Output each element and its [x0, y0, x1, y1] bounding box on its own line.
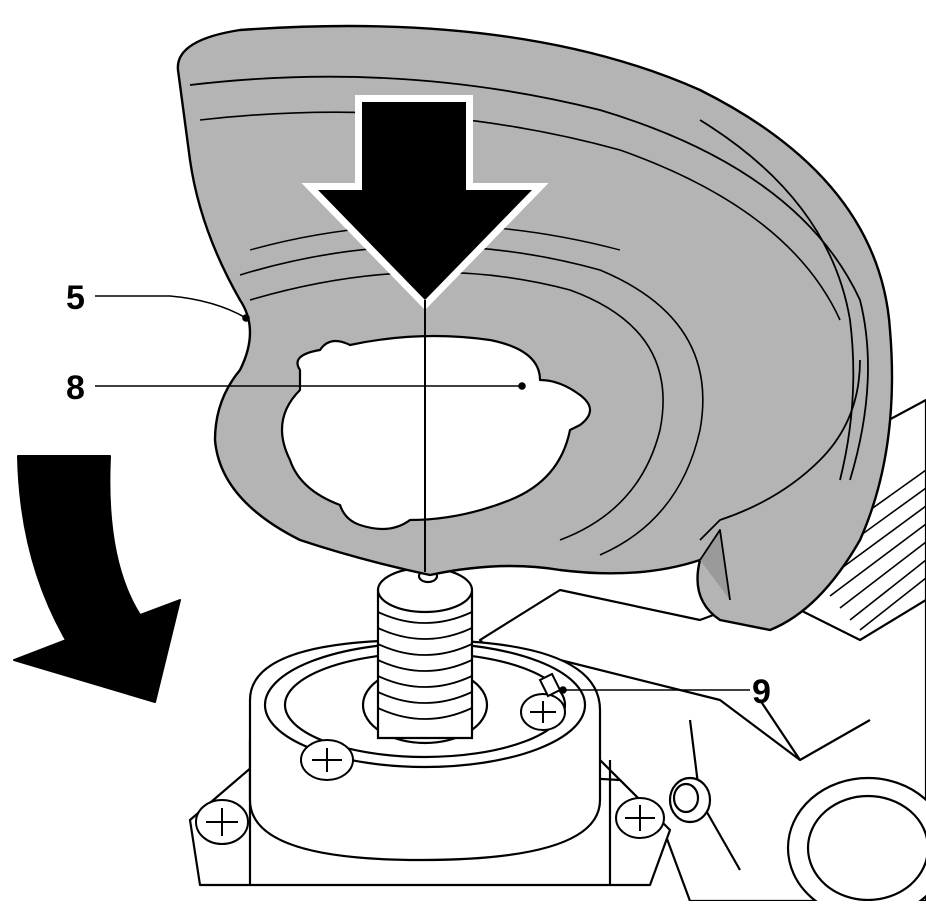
leader-dot-8	[518, 382, 526, 390]
callout-9: 9	[752, 673, 771, 711]
wheel-guard	[176, 24, 894, 632]
leader-dot-9	[559, 686, 567, 694]
screw-head	[520, 693, 566, 731]
screw-head	[300, 739, 354, 781]
screw-heads	[195, 693, 665, 845]
spindle	[376, 566, 474, 740]
curved-arrow-icon	[13, 455, 181, 703]
arrow-down-icon	[301, 95, 549, 311]
callout-5: 5	[66, 279, 85, 317]
callout-8: 8	[66, 369, 85, 407]
leader-dot-5	[242, 314, 250, 322]
screw-head	[195, 799, 249, 845]
leader-line-5	[95, 295, 247, 319]
leader-lines	[95, 295, 750, 694]
screw-head	[615, 797, 665, 839]
